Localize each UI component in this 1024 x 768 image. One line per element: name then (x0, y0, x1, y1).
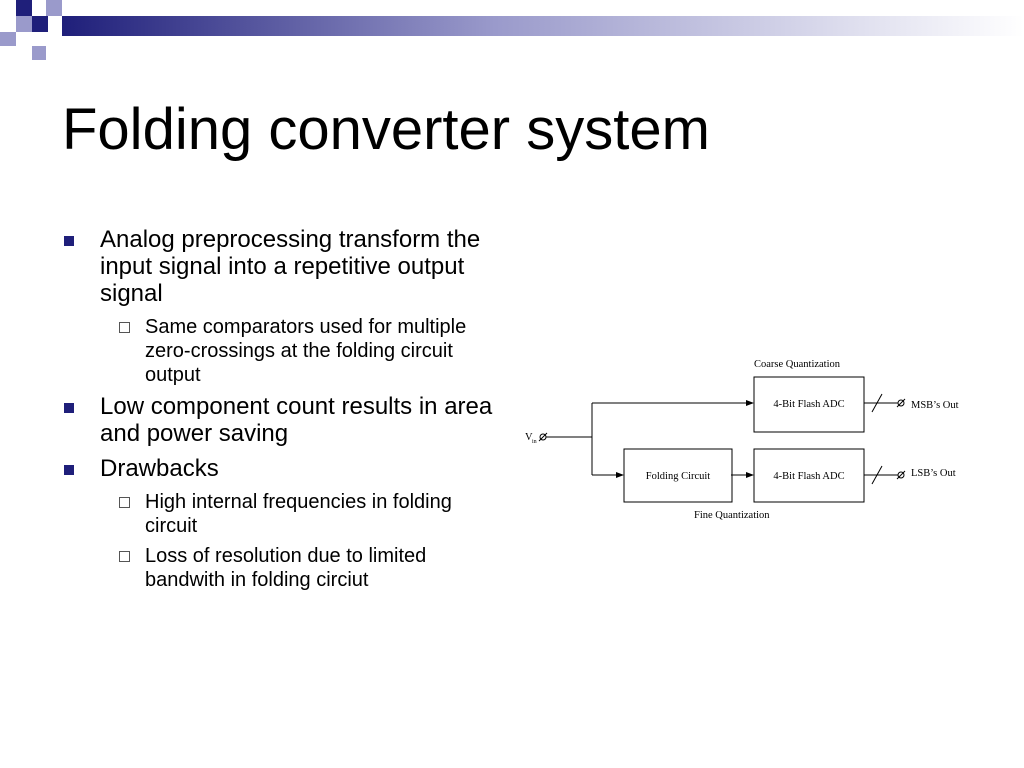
input-terminal (539, 433, 547, 441)
sub-bullet-item: Loss of resolution due to limited bandwi… (62, 544, 502, 592)
msb-terminal (897, 399, 905, 407)
hollow-square-bullet-icon (119, 322, 130, 333)
square-bullet-icon (64, 465, 74, 475)
folding-circuit-box (623, 448, 733, 503)
sub-bullet-text: High internal frequencies in folding cir… (145, 491, 452, 537)
sub-bullet-text: Same comparators used for multiple zero-… (145, 316, 467, 386)
bullet-item: Drawbacks (62, 455, 502, 482)
folding-converter-diagram: Coarse Quantization Fine Quantization 4-… (525, 359, 959, 521)
adc-top-box (753, 376, 865, 433)
sub-bullet-item: Same comparators used for multiple zero-… (62, 315, 502, 387)
adc-bottom-label: 4-Bit Flash ADC (773, 471, 844, 482)
bullet-item: Analog preprocessing transform the input… (62, 226, 502, 307)
slide-title: Folding converter system (62, 97, 710, 162)
folding-circuit-label: Folding Circuit (646, 471, 711, 482)
lsb-out-label: LSB’s Out (911, 468, 956, 479)
hollow-square-bullet-icon (119, 497, 130, 508)
adc-top-label: 4-Bit Flash ADC (773, 399, 844, 410)
hollow-square-bullet-icon (119, 551, 130, 562)
arrowhead-icon (616, 472, 624, 478)
vin-subscript: in (532, 439, 537, 445)
bullet-list: Analog preprocessing transform the input… (62, 226, 502, 598)
bullet-text: Analog preprocessing transform the input… (100, 226, 481, 307)
sub-bullet-item: High internal frequencies in folding cir… (62, 490, 502, 538)
header-decoration (0, 0, 1024, 60)
lsb-terminal (897, 471, 905, 479)
square-bullet-icon (64, 403, 74, 413)
coarse-quantization-label: Coarse Quantization (754, 359, 841, 370)
arrowhead-icon (746, 472, 754, 478)
arrowhead-icon (746, 400, 754, 406)
bullet-item: Low component count results in area and … (62, 393, 502, 447)
bullet-text: Drawbacks (100, 455, 219, 482)
sub-bullet-text: Loss of resolution due to limited bandwi… (145, 545, 427, 591)
fine-quantization-label: Fine Quantization (694, 510, 770, 521)
bullet-text: Low component count results in area and … (100, 393, 493, 447)
square-bullet-icon (64, 236, 74, 246)
msb-out-label: MSB’s Out (911, 400, 959, 411)
vin-label: V (525, 432, 533, 443)
